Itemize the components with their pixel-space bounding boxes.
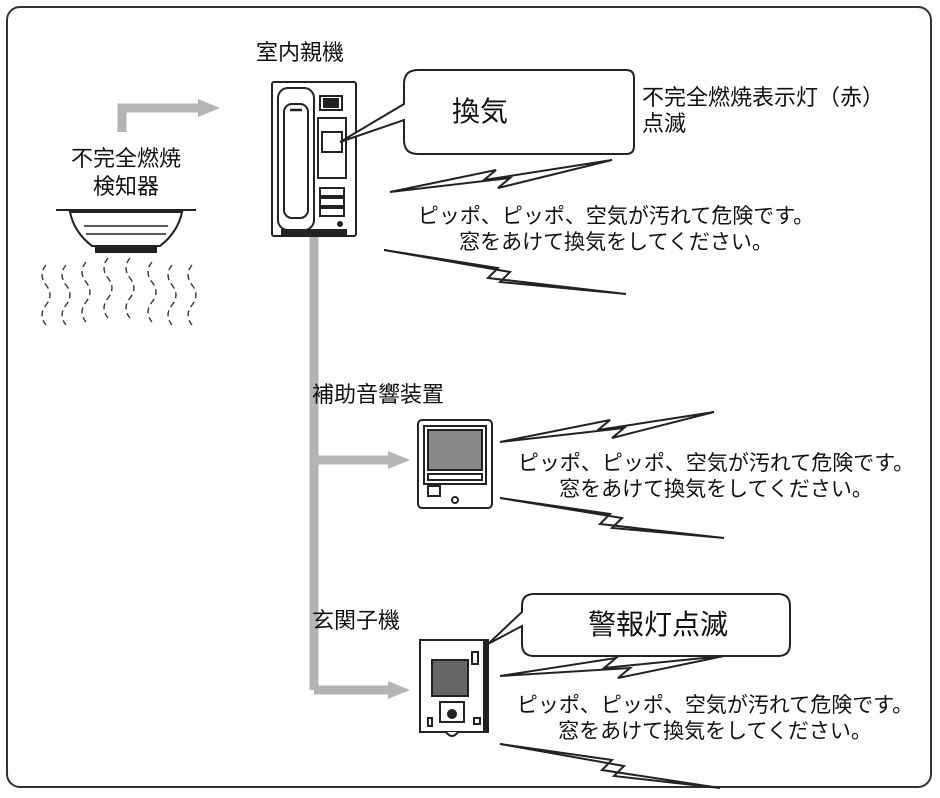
indoor-bubble-text: 換気 (451, 95, 508, 128)
indoor-unit-device (271, 81, 357, 237)
aux-sounder-device (417, 419, 493, 509)
lamp-label-line2: 点滅 (642, 112, 687, 137)
lamp-label: 不完全燃焼表示灯（赤） 点滅 (642, 86, 884, 138)
wiring (309, 236, 410, 699)
door-voice-line1: ピッポ、ピッポ、空気が汚れて危険です。 (516, 693, 914, 717)
door-voice-message: ピッポ、ピッポ、空気が汚れて危険です。 窓をあけて換気をしてください。 (500, 692, 930, 744)
gas-wave-lines (41, 257, 197, 326)
aux-voice-message: ピッポ、ピッポ、空気が汚れて危険です。 窓をあけて換気をしてください。 (504, 450, 928, 502)
indoor-voice-line2: 窓をあけて換気をしてください。 (459, 230, 773, 254)
aux-sound-waves (499, 411, 725, 539)
door-bubble-text: 警報灯点滅 (587, 608, 728, 641)
detector-device (56, 209, 196, 253)
detector-label-line2: 検知器 (92, 175, 159, 200)
diagram-frame (6, 6, 932, 788)
indoor-unit-label: 室内親機 (256, 41, 345, 66)
detector-label-line1: 不完全燃焼 (70, 147, 181, 172)
door-sound-waves (499, 655, 725, 789)
detector-label: 不完全燃焼 検知器 (56, 146, 196, 202)
indoor-voice-message: ピッポ、ピッポ、空気が汚れて危険です。 窓をあけて換気をしてください。 (400, 203, 832, 255)
door-station-device (419, 639, 489, 737)
door-voice-line2: 窓をあけて換気をしてください。 (558, 719, 872, 743)
lamp-label-line1: 不完全燃焼表示灯（赤） (642, 86, 885, 111)
indoor-sound-waves (383, 159, 627, 295)
indoor-voice-line1: ピッポ、ピッポ、空気が汚れて危険です。 (417, 204, 815, 228)
door-bubble (487, 593, 791, 657)
door-station-label: 玄関子機 (312, 609, 401, 634)
detector-signal-arrow (117, 99, 220, 132)
indoor-bubble (339, 69, 635, 155)
aux-sounder-label: 補助音響装置 (312, 383, 445, 408)
aux-voice-line2: 窓をあけて換気をしてください。 (559, 477, 873, 501)
aux-voice-line1: ピッポ、ピッポ、空気が汚れて危険です。 (517, 451, 915, 475)
